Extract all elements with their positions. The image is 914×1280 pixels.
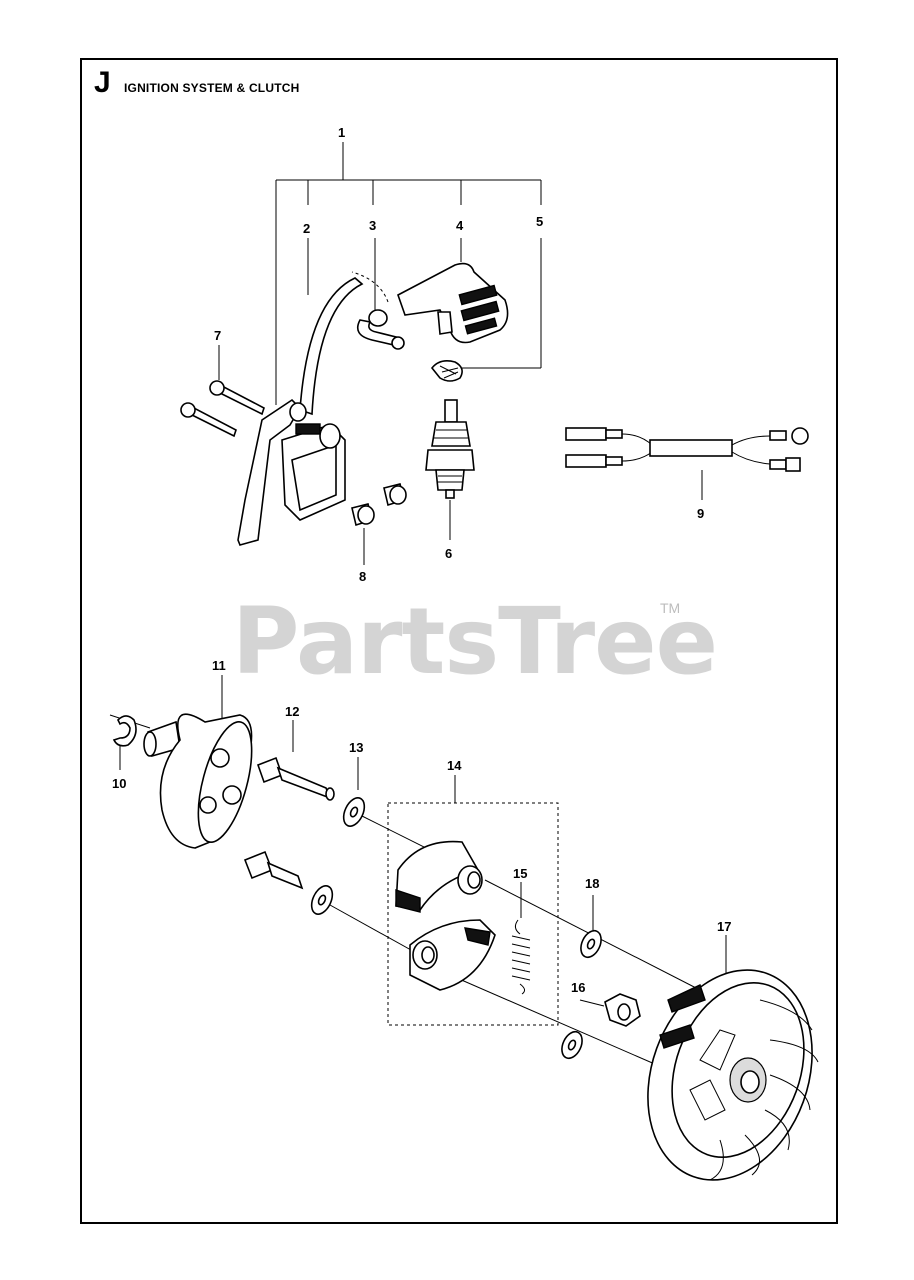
clutch-shoe-lower [409,919,496,991]
spark-plug [425,399,475,499]
washer-18 [580,929,602,959]
trademark-mark: TM [660,600,681,616]
ignition-module [237,277,364,546]
callout-5: 5 [536,214,543,229]
clutch-screw-upper [256,756,335,801]
circlip [112,715,137,747]
clutch-screw-lower [243,850,304,890]
callout-8: 8 [359,569,366,584]
callout-labels: 1 2 3 4 5 6 7 8 9 10 11 12 13 14 15 16 1… [112,125,731,995]
washer-13-upper [342,797,366,827]
callout-3: 3 [369,218,376,233]
plug-boot-tube [356,309,405,350]
screw-pair [180,380,265,438]
callout-15: 15 [513,866,527,881]
callout-13: 13 [349,740,363,755]
callout-6: 6 [445,546,452,561]
flywheel [647,969,819,1181]
section-letter: J [94,66,111,99]
washer-13-lower [310,885,334,915]
callout-17: 17 [717,919,731,934]
diagram-frame [80,58,838,1224]
spark-plug-spring [430,360,463,382]
watermark: PartsTree [232,588,718,695]
callout-14: 14 [447,758,462,773]
callout-11: 11 [212,658,226,673]
callout-1: 1 [338,125,345,140]
callout-4: 4 [456,218,464,233]
washer-lower [561,1030,583,1060]
flywheel-nut [604,993,641,1027]
clutch-shoe-upper [395,840,483,913]
clutch-drum [143,713,253,849]
callout-18: 18 [585,876,599,891]
callout-10: 10 [112,776,126,791]
spacer-pair [351,483,407,527]
callout-7: 7 [214,328,221,343]
callout-2: 2 [303,221,310,236]
clutch-spring [511,919,531,995]
callout-9: 9 [697,506,704,521]
wire-harness [565,427,809,472]
leader-lines-upper [218,142,703,565]
callout-16: 16 [571,980,585,995]
callout-12: 12 [285,704,299,719]
spark-plug-cap [397,262,509,344]
section-title: IGNITION SYSTEM & CLUTCH [124,81,300,95]
